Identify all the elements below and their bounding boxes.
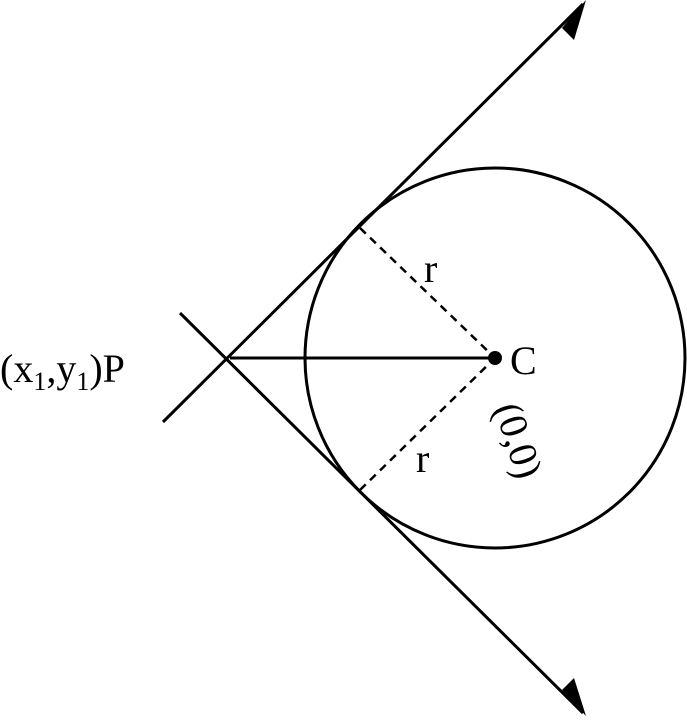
- lower-tangent-line: [178, 311, 585, 715]
- center-label: C: [510, 338, 537, 383]
- upper-arrowhead-icon: [562, 0, 586, 40]
- upper-tangent-line: [161, 2, 585, 424]
- radius-upper-dashed: [359, 227, 496, 359]
- center-coords-label: (0,0): [485, 397, 551, 484]
- lower-arrowhead-icon: [562, 678, 586, 716]
- radius-lower-dashed: [359, 357, 496, 491]
- point-p-label: (x1,y1)P: [0, 346, 125, 396]
- center-dot: [488, 351, 502, 365]
- radius-upper-label: r: [424, 246, 437, 291]
- radius-lower-label: r: [416, 436, 429, 481]
